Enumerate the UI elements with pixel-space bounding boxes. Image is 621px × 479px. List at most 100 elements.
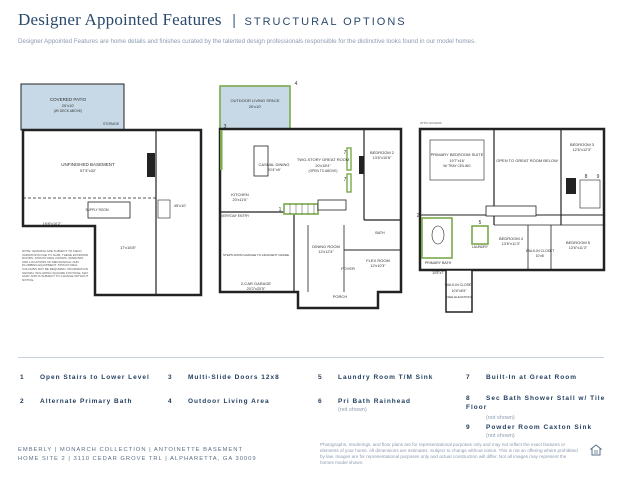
feature-number: 8 [466,395,471,402]
callout-8: 8 [585,174,588,180]
title-separator: | [232,12,237,29]
main-stair [317,199,347,211]
laundry-label: LAUNDRY [472,245,489,249]
unfinished-basement-dim: 57'3"x32' [80,168,96,173]
covered-patio-label: COVERED PATIO [50,97,87,102]
feature-label: Laundry Room T/M Sink [338,374,434,381]
garage-label: 2-CAR GARAGE [241,281,272,286]
section-divider [18,357,604,358]
casual-dining-dim: 20'4"x9' [267,168,280,172]
feature-note: (not shown) [486,415,515,421]
basement-dim-b: 19'8"x10'2" [43,222,62,226]
upper-closet-wall [445,269,473,313]
main-fireplace [359,156,364,174]
callout-7b: 7 [344,177,347,183]
built-in-highlight-a [346,147,352,171]
casual-dining-label: CASUAL DINING [259,162,290,167]
covered-patio-area [20,83,125,131]
kitchen-dim: 20'x11'6" [233,198,249,202]
callout-1: 1 [279,207,282,213]
kitchen-island [253,145,269,177]
feature-label: Open Stairs to Lower Level [40,374,150,381]
porch-label: PORCH [333,294,348,299]
flex-room-dim: 12'x10'3" [370,264,386,268]
upper-plan-svg: ATTIC ACCESS 2 5 8 9 PRIMARY BEDROOM SUI… [417,121,606,313]
feature-label: Powder Room Caxton Sink [486,424,593,431]
outdoor-living-area [219,85,291,130]
callout-9: 9 [597,174,600,180]
page-header: Designer Appointed Features | Structural… [18,10,608,32]
feature-number: 5 [318,374,323,381]
tray-ceiling-outline [429,139,485,181]
feature-label: Built-In at Great Room [486,374,577,381]
footer-line-1: EMBERLY | MONARCH COLLECTION | ANTOINETT… [18,447,244,453]
bedroom-2-dim: 13'6"x10'6" [373,156,392,160]
basement-fireplace [147,153,155,177]
page-description: Designer Appointed Features are home det… [18,38,476,45]
dining-room-dim: 12'x12'3" [318,250,334,254]
main-outer-wall [218,127,403,310]
bedroom-3-label: BEDROOM 3 [570,142,595,147]
feature-number: 9 [466,424,471,431]
garage-dim: 20'2"x20'5" [247,287,266,291]
outdoor-living-dim: 20'x10' [249,104,262,109]
walk-in-closet-2-note: (SEE ELEVATION) [446,295,471,299]
two-story-label: TWO-STORY GREAT ROOM [297,157,349,162]
walk-in-closet-label: WALK-IN CLOSET [526,249,555,253]
foyer-label: FOYER [341,266,355,271]
footer-line-2: HOME SITE 2 | 3110 CEDAR GROVE TRL | ALP… [18,456,257,462]
feature-number: 3 [168,374,173,381]
built-in-highlight-b [346,173,352,193]
equal-housing-icon [590,444,602,456]
primary-bath-label: PRIMARY BATH [425,261,452,265]
primary-suite-dim: 19'7"x16' [449,159,465,163]
attic-access-note: ATTIC ACCESS [420,121,441,125]
primary-bath-tub [431,225,445,245]
primary-suite-label: PRIMARY BEDROOM SUITE [431,152,484,157]
feature-number: 2 [20,398,25,405]
main-floor-plan: OUTDOOR LIVING SPACE 20'x10' 4 7 7 1 3 C… [216,80,412,330]
basement-closet [157,199,171,219]
callout-5: 5 [479,220,482,226]
storage-label: STORAGE [103,122,120,126]
feature-label: Pri Bath Rainhead [338,398,411,405]
bedroom-4-label: BEDROOM 4 [499,236,524,241]
feature-label: Sec Bath Shower Stall w/ Tile Floor [466,395,606,411]
basement-dim-c: 17'x16'8" [120,245,137,250]
page-subtitle: Structural Options [244,16,407,28]
feature-item-5: 5 Laundry Room T/M Sink [318,374,433,381]
primary-bath-highlight [421,217,453,259]
bedroom-5-label: BEDROOM 5 [566,240,591,245]
upper-hvac [566,178,576,194]
callout-2: 2 [417,213,420,219]
flex-room-label: FLEX ROOM [366,258,390,263]
feature-number: 4 [168,398,173,405]
supply-room-label: SUPPLY ROOM [85,208,108,212]
basement-note-box: NOTE: GRADING ARE SUBJECT TO FIELD VARIA… [22,250,89,282]
basement-note: NOTE: GRADING ARE SUBJECT TO FIELD VARIA… [22,250,89,282]
open-to-great-label: OPEN TO GREAT ROOM BELOW [496,158,558,163]
basement-stair [87,201,131,219]
feature-number: 6 [318,398,323,405]
feature-label: Multi-Slide Doors 12x8 [188,374,280,381]
covered-patio-note: (W/ DECK ABOVE) [54,109,82,113]
upper-dim-small: 10'8"x7' [432,271,444,275]
basement-plan-svg: COVERED PATIO 20'x10' (W/ DECK ABOVE) ST… [20,83,203,297]
feature-number: 1 [20,374,25,381]
callout-3: 3 [224,124,227,130]
outdoor-living-label: OUTDOOR LIVING SPACE [230,98,279,103]
upper-floor-plan: ATTIC ACCESS 2 5 8 9 PRIMARY BEDROOM SUI… [416,80,606,330]
feature-item-1: 1 Open Stairs to Lower Level [20,374,150,381]
covered-patio-dim: 20'x10' [62,103,75,108]
bath-label: BATH [375,231,385,235]
upper-stair [485,205,537,217]
open-stairs-highlight [283,203,319,215]
footer-disclaimer: Photographs, renderings, and floor plans… [320,442,578,465]
basement-dim-a: 45'x10' [174,203,187,208]
